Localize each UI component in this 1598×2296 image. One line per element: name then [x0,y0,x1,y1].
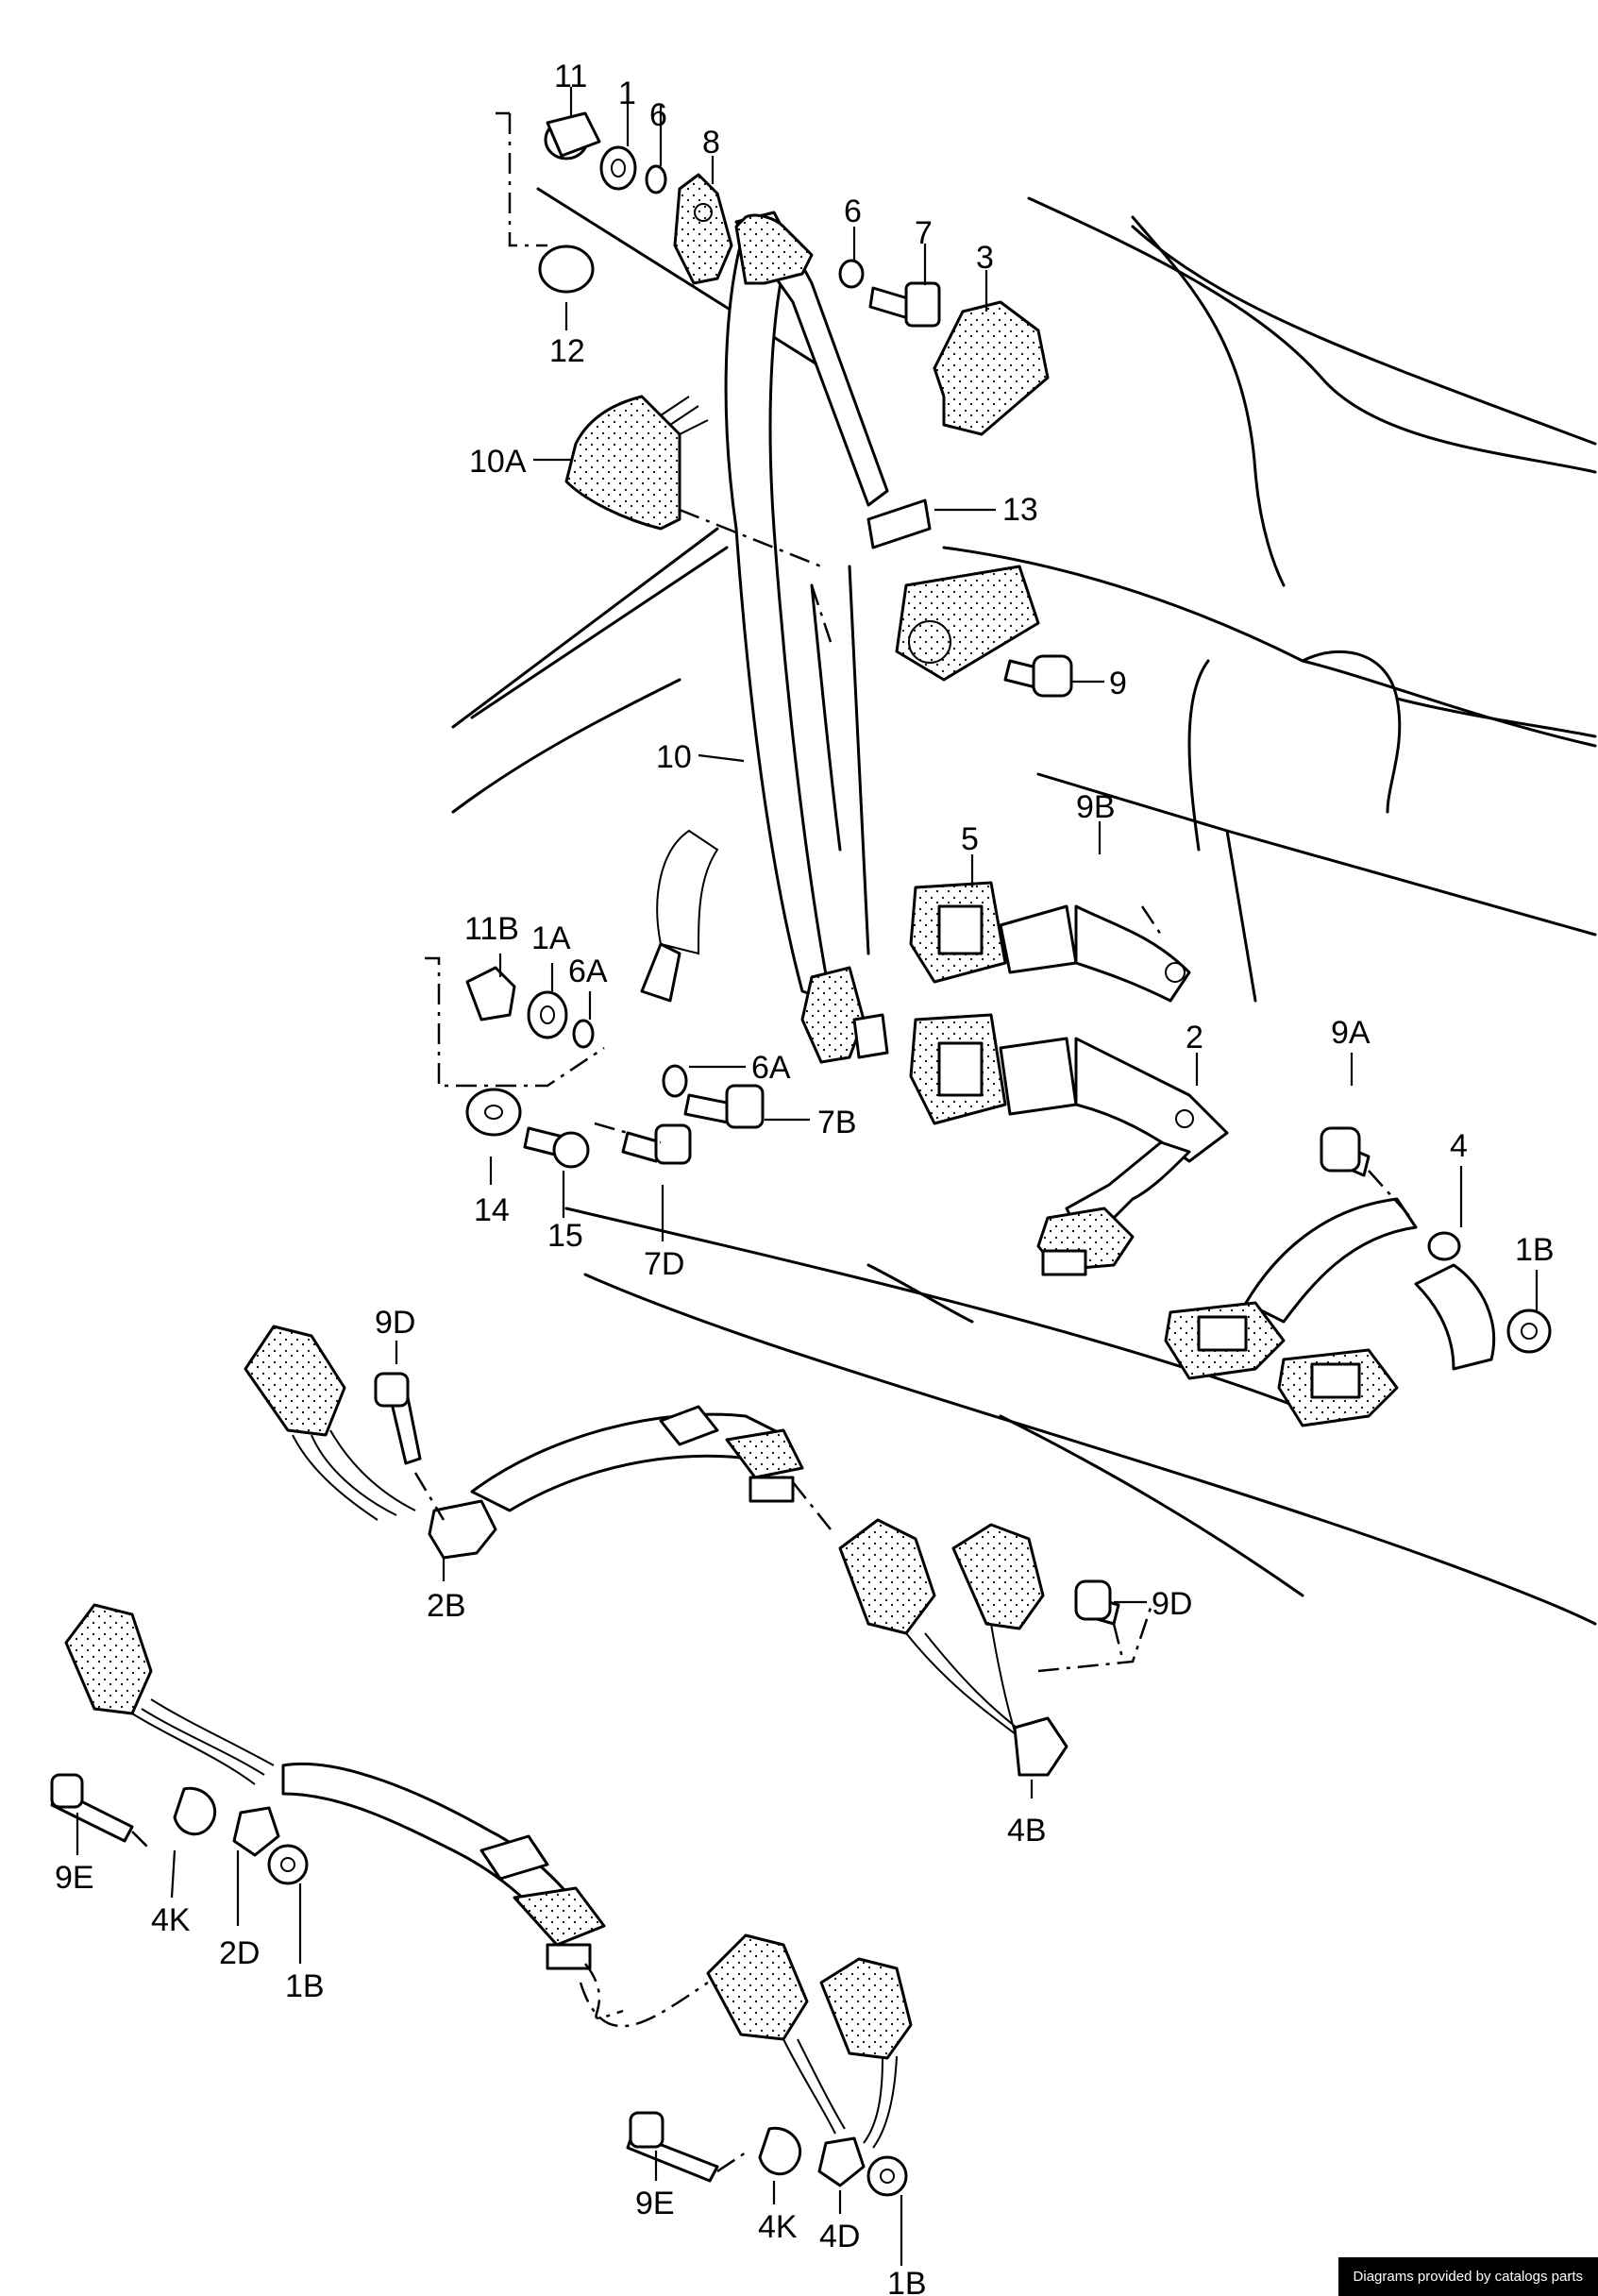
part-label-1: 1 [618,76,636,111]
part-label-2: 2 [1186,1020,1203,1055]
part-label-2b: 2B [427,1588,466,1624]
part-label-4b: 4B [1007,1813,1047,1849]
part-label-6a: 6A [751,1050,791,1086]
part-label-10: 10 [656,739,692,775]
part-label-4k: 4K [151,1902,191,1938]
part-labels: 11 1 6 8 6 7 3 12 10A 13 9 10 5 9B 11B 1… [55,59,1555,2296]
assembly-connector-lines [131,111,1412,2173]
part-label-11: 11 [554,59,587,94]
part-label-8: 8 [702,125,720,160]
part-label-13: 13 [1002,492,1038,528]
shoulder-belt-assembly [640,211,1040,1003]
part-label-15: 15 [547,1218,583,1254]
part-label-9a: 9A [1331,1015,1371,1051]
part-label-10a: 10A [469,444,527,480]
lower-anchor-hardware [465,966,889,1169]
part-label-1b: 1B [887,2266,927,2296]
part-label-9d: 9D [1152,1586,1192,1622]
part-label-3: 3 [976,240,994,276]
center-buckles [909,881,1229,1276]
part-label-7d: 7D [644,1246,684,1282]
part-label-1a: 1A [531,920,571,956]
vehicle-body-outline [451,187,1597,1626]
part-label-6: 6 [649,97,667,133]
part-label-11b: 11B [464,911,519,947]
part-label-7: 7 [915,215,933,251]
part-label-4d: 4D [819,2219,860,2254]
part-label-12: 12 [549,333,585,369]
lower-lap-belt-assembly [50,1603,913,2197]
part-label-6: 6 [844,194,862,229]
part-label-4: 4 [1450,1128,1468,1164]
part-label-9d: 9D [375,1305,415,1341]
part-label-9e: 9E [635,2186,675,2221]
part-label-2d: 2D [219,1935,260,1971]
part-label-9b: 9B [1076,789,1116,825]
right-buckle-pair [1164,1126,1552,1427]
part-label-7b: 7B [817,1105,857,1140]
part-label-9: 9 [1109,666,1127,701]
leader-lines [76,87,1539,2266]
part-label-1b: 1B [1515,1232,1555,1268]
part-label-9e: 9E [55,1860,94,1896]
middle-lap-belt-assembly [244,1325,1120,1777]
part-label-14: 14 [474,1192,510,1228]
diagram-credit-banner: Diagrams provided by catalogs parts [1337,2257,1598,2296]
part-label-5: 5 [961,821,979,857]
part-label-1b: 1B [285,1968,325,2004]
part-label-4k: 4K [758,2209,798,2245]
part-label-6a: 6A [568,954,608,989]
upper-hardware [538,111,1073,698]
